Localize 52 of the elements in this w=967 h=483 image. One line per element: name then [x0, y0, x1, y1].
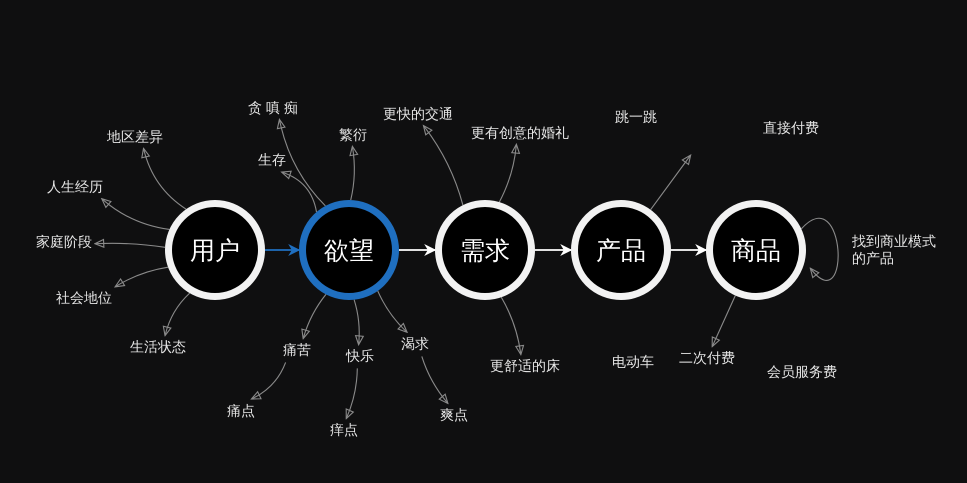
stage-label: 商品: [731, 236, 781, 266]
arrow: [671, 244, 708, 256]
keyword-label: 痛点: [227, 402, 255, 420]
arrow: [399, 244, 436, 256]
keyword-label: 会员服务费: [767, 364, 837, 380]
keyword-label: 更舒适的床: [490, 358, 560, 374]
keyword-label: 找到商业模式的产品: [852, 233, 937, 267]
arrow: [250, 362, 286, 400]
keyword-label: 渴求: [401, 336, 429, 352]
keyword-label: 家庭阶段: [36, 234, 92, 250]
keyword-label: 社会地位: [56, 290, 112, 306]
arrow: [265, 244, 300, 256]
keyword-label: 人生经历: [47, 178, 103, 196]
arrow: [101, 198, 170, 230]
keyword-label: 电动车: [612, 354, 654, 370]
stage-label: 用户: [190, 236, 240, 266]
keyword-label: 生存: [258, 152, 286, 168]
keyword-label: 繁衍: [339, 126, 367, 144]
arrow: [346, 368, 358, 420]
arrow: [377, 290, 408, 333]
keyword-label: 生活状态: [130, 338, 186, 356]
arrow: [94, 239, 166, 248]
arrow: [301, 294, 326, 340]
arrow: [114, 266, 168, 288]
arrow: [163, 292, 190, 336]
keyword-label: 快乐: [346, 348, 374, 364]
arrow: [277, 118, 326, 206]
arrow: [281, 170, 318, 212]
keyword-label: 跳一跳: [615, 108, 657, 126]
keyword-label: 更快的交通: [383, 106, 453, 122]
keyword-label: 爽点: [440, 406, 468, 424]
loop-arrow: [800, 218, 838, 281]
keyword-label: 痛苦: [283, 342, 311, 358]
keyword-label: 贪 嗔 痴: [248, 100, 298, 116]
stage-label: 产品: [596, 236, 646, 266]
keyword-label: 直接付费: [763, 120, 819, 136]
keyword-label: 二次付费: [679, 350, 735, 366]
arrow: [354, 300, 364, 346]
stage-label: 需求: [460, 236, 510, 266]
arrow: [500, 297, 524, 356]
arrow: [422, 124, 464, 206]
keyword-label: 地区差异: [107, 128, 163, 146]
arrow: [421, 356, 448, 404]
arrow: [142, 148, 186, 210]
keyword-label: 痒点: [330, 422, 358, 438]
arrow: [650, 154, 692, 210]
stage-label: 欲望: [324, 236, 374, 266]
keyword-label: 更有创意的婚礼: [471, 124, 569, 142]
arrow: [498, 144, 520, 202]
arrow: [712, 295, 736, 348]
arrow: [349, 146, 358, 200]
arrow: [535, 244, 572, 256]
